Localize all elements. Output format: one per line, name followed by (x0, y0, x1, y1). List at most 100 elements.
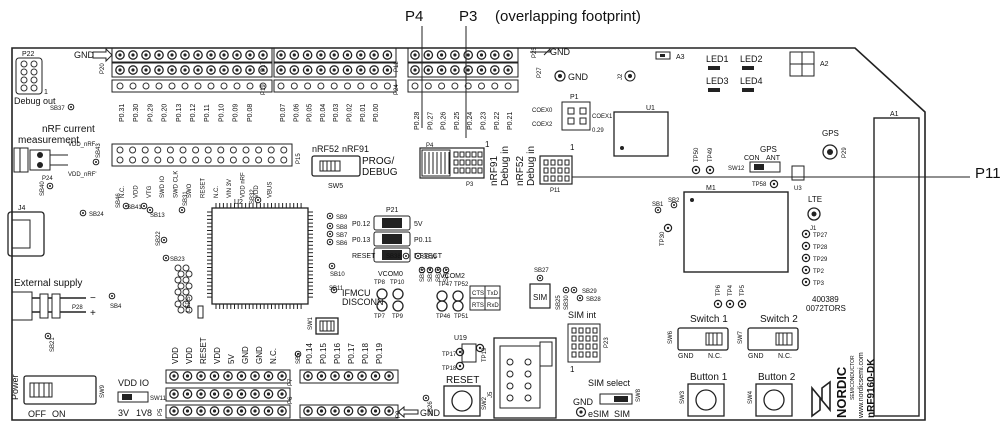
sb10-label: SB10 (330, 272, 345, 278)
m1-label: M1 (706, 185, 716, 192)
sw8-label: SW8 (636, 388, 642, 402)
button1-label: Button 1 (690, 372, 728, 383)
sb7-label: SB7 (336, 233, 348, 239)
sb29-label: SB29 (582, 289, 597, 295)
sb41-label: SB41 (127, 205, 142, 211)
j5-label: J5 (488, 391, 494, 398)
bottom-pin-label: P0.18 (361, 343, 370, 364)
coex0-label: COEX0 (532, 108, 553, 114)
external-supply-label: External supply (14, 278, 82, 289)
top-pin-label: P0.24 (467, 112, 474, 130)
cts-label: CTS (472, 291, 484, 297)
sw1-switch[interactable] (315, 317, 339, 335)
supply-minus: − (90, 293, 96, 304)
u19-label: U19 (454, 335, 467, 342)
switch2[interactable] (747, 327, 799, 351)
switch1[interactable] (677, 327, 729, 351)
p8-label: P8 (396, 410, 402, 418)
p11-label: P11 (550, 188, 561, 194)
j4-label: J4 (18, 205, 26, 212)
p22-pin1: 1 (44, 89, 48, 96)
p11-pads (543, 159, 570, 182)
p23-pads (571, 327, 598, 358)
top-pin-label: P0.10 (218, 104, 225, 122)
p3-pads (453, 151, 483, 174)
p24-current-label: P24 (42, 176, 53, 182)
rts-label: RTS (472, 303, 484, 309)
p21-right-label: DETECT (414, 253, 443, 260)
p21-left-label: P0.13 (352, 237, 370, 244)
sw7-label: SW7 (738, 330, 744, 344)
coex2-label: COEX2 (532, 122, 553, 128)
prog-debug-header (111, 143, 293, 167)
tp17-label: TP17 (442, 352, 457, 358)
sw4-label: SW4 (748, 390, 754, 404)
sb9-label: SB9 (336, 215, 348, 221)
top-pin-label: P0.08 (247, 104, 254, 122)
p28-label: P28 (72, 305, 83, 311)
sw5-switch[interactable] (311, 155, 361, 177)
top-pin-label: P0.28 (414, 112, 421, 130)
sw9-label: SW9 (100, 384, 106, 398)
switch2-label: Switch 2 (760, 314, 798, 325)
button2[interactable] (755, 383, 793, 417)
j4-usb-connector (7, 211, 45, 257)
sw12-switch[interactable] (749, 161, 781, 173)
bottom-pin-label: N.C. (269, 348, 278, 364)
tp2-label: TP2 (813, 269, 825, 275)
sb6-label: SB6 (336, 241, 348, 247)
coex-p029-label: 0.29 (592, 128, 604, 134)
sb11-label: SB11 (329, 286, 344, 292)
vcom0-label: VCOM0 (378, 271, 403, 278)
coex1-label: COEX1 (592, 114, 613, 120)
j1-label: J1 (810, 226, 817, 232)
p1-header (561, 101, 591, 131)
sb4-label: SB4 (110, 304, 122, 310)
nrf-current-label: nRF current (42, 124, 95, 135)
p24-label: P24 (394, 84, 400, 95)
gps-con-label: CON (744, 155, 760, 162)
sb14-label: SB14 (428, 267, 434, 282)
sw3-label: SW3 (680, 390, 686, 404)
top-pin-label: P0.26 (441, 112, 448, 130)
nordic-logo (811, 380, 831, 418)
bottom-pin-label: P0.15 (319, 343, 328, 364)
top-pin-label: P0.04 (320, 104, 327, 122)
sim-select-switch-sw8[interactable] (599, 393, 633, 405)
switch1-gnd: GND (678, 353, 694, 360)
reset-button[interactable] (443, 385, 481, 417)
p21-right-label: P0.11 (414, 237, 432, 244)
sw5-label: SW5 (328, 183, 343, 190)
top-pin-label: P0.13 (176, 104, 183, 122)
power-switch-sw9[interactable] (23, 375, 97, 405)
bottom-pin-label: VDD (213, 347, 222, 364)
tp9-label: TP9 (392, 314, 404, 320)
top-pin-label: P0.06 (293, 104, 300, 122)
antenna-a1 (873, 117, 920, 417)
measurement-label: measurement (18, 135, 79, 146)
reset-label: RESET (446, 375, 479, 386)
website-label: www.nordicsemi.com (858, 352, 865, 419)
top-pin-label: P0.07 (280, 104, 287, 122)
top-pin-label: P0.12 (190, 104, 197, 122)
tp19-label: TP19 (482, 347, 488, 362)
p21-left-label: P0.12 (352, 221, 370, 228)
sw12-label: SW12 (728, 166, 745, 172)
sb26-label: SB26 (428, 401, 434, 416)
button1[interactable] (687, 383, 725, 417)
top-pin-label: P0.09 (233, 104, 240, 122)
vdd-nrf-label: VDD_nRF (68, 142, 96, 148)
vdd-io-switch-sw11[interactable] (117, 391, 149, 403)
tp6-label: TP6 (716, 284, 722, 296)
bottom-pin-label: VDD (185, 347, 194, 364)
vdd-io-label: VDD IO (118, 378, 149, 388)
led4-label: LED4 (740, 76, 763, 86)
prog-debug-label-1: PROG/ (362, 156, 394, 167)
sb46-label: SB46 (116, 193, 122, 208)
bottom-pin-label: VDD (171, 347, 180, 364)
power-on-label: ON (52, 409, 66, 419)
vcom0-testpoints (376, 288, 404, 312)
callout-p11: P11 (975, 165, 1001, 182)
bottom-headers (165, 369, 399, 419)
